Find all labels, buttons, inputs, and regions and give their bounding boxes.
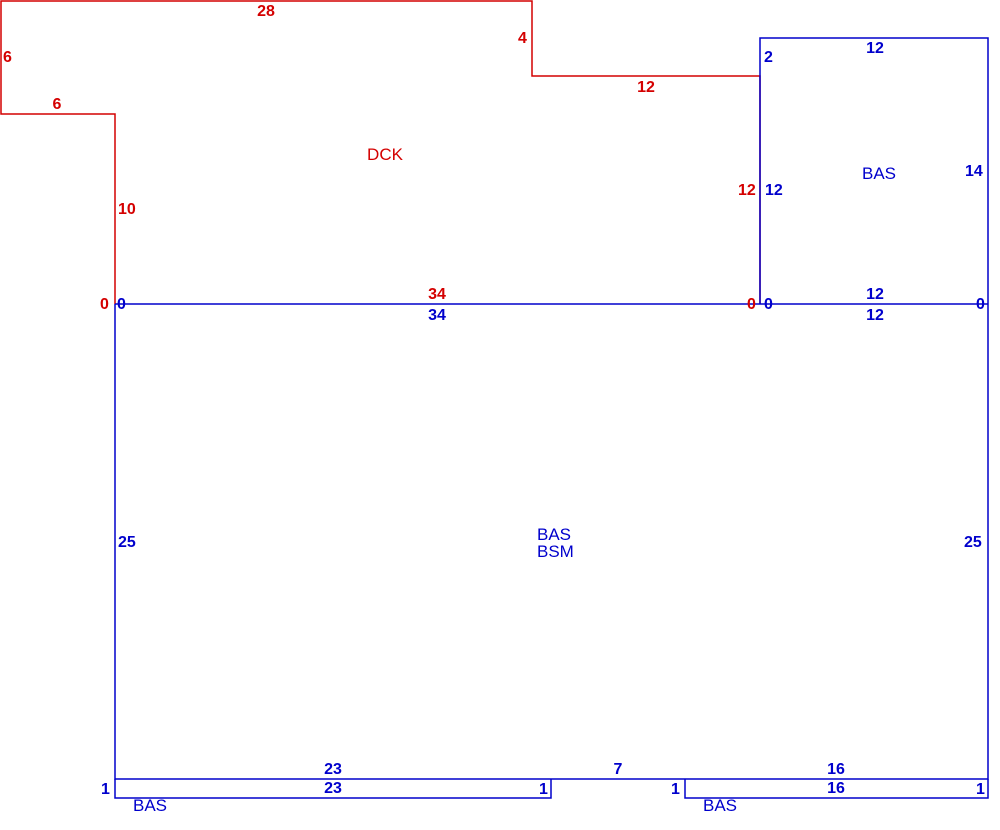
bas-main-dim-bottom-middle: 7	[614, 761, 623, 778]
deck-dim-notch-horizontal: 12	[637, 79, 655, 96]
bas-ur-dim-zero-right: 0	[976, 296, 985, 313]
deck-dim-left-lower: 10	[118, 201, 136, 218]
deck-outline	[0, 0, 761, 304]
bump-right-outline	[684, 779, 989, 799]
bas-main-dim-zero-left: 0	[117, 296, 126, 313]
deck-area-label: DCK	[367, 145, 404, 164]
bump-right-dim-left: 1	[671, 781, 680, 798]
bas-main-dim-left: 25	[118, 534, 136, 551]
bump-left-outline	[114, 779, 552, 799]
bas-ur-dim-left: 12	[765, 182, 783, 199]
bump-right-dim-right: 1	[976, 781, 985, 798]
basement-upper-right-outline	[759, 37, 989, 304]
bump-right-dim-bottom: 16	[827, 780, 845, 797]
deck-dim-notch-vertical: 4	[518, 30, 527, 47]
deck-dim-right: 12	[738, 182, 756, 199]
bump-left-dim-left: 1	[101, 781, 110, 798]
deck-dim-step: 6	[53, 96, 62, 113]
bas-main-dim-top: 34	[428, 307, 446, 324]
bas-main-dim-bottom-left: 23	[324, 761, 342, 778]
bas-main-area-label-1: BAS	[537, 525, 571, 544]
bas-ur-dim-bottom-below: 12	[866, 307, 884, 324]
bas-ur-dim-zero-left: 0	[764, 296, 773, 313]
bas-ur-dim-top: 12	[866, 40, 884, 57]
deck-dim-zero-right: 0	[747, 296, 756, 313]
bas-main-dim-right: 25	[964, 534, 982, 551]
bas-ur-area-label: BAS	[862, 164, 896, 183]
bas-main-dim-bottom-right: 16	[827, 761, 845, 778]
bas-ur-dim-left-upper: 2	[764, 49, 773, 66]
bump-left-area-label: BAS	[133, 796, 167, 815]
bump-left-dim-bottom: 23	[324, 780, 342, 797]
bas-ur-dim-right: 14	[965, 163, 983, 180]
deck-dim-left-upper: 6	[3, 49, 12, 66]
deck-dim-zero-left: 0	[100, 296, 109, 313]
bas-ur-dim-bottom-above: 12	[866, 286, 884, 303]
deck-dim-top: 28	[257, 3, 275, 20]
bump-right-area-label: BAS	[703, 796, 737, 815]
bump-left-dim-right: 1	[539, 781, 548, 798]
deck-dim-bottom: 34	[428, 286, 446, 303]
bas-main-area-label-2: BSM	[537, 542, 574, 561]
